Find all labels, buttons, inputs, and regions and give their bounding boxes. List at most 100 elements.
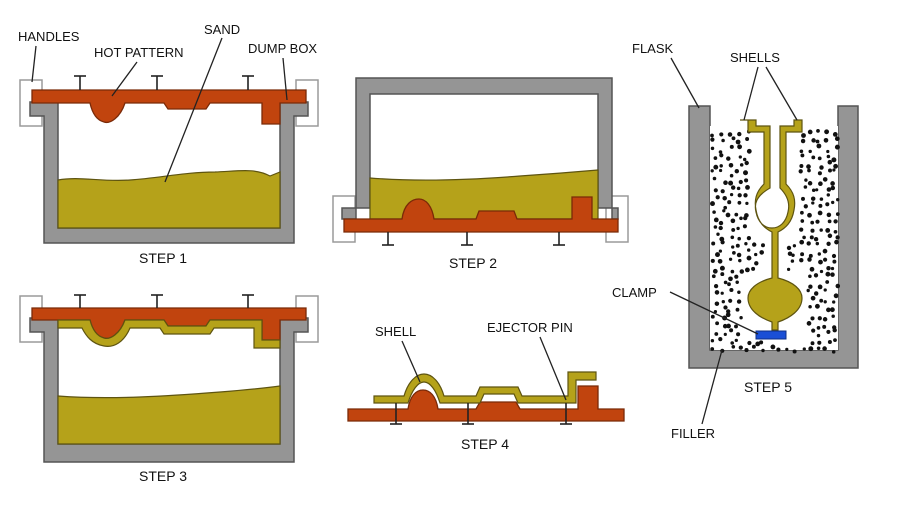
step5-assembly [688,105,859,369]
filler-dot [811,328,816,333]
filler-dot [826,265,831,271]
filler-dot [738,258,742,263]
filler-dot [738,155,742,159]
filler-dot [722,195,727,201]
filler-dot [729,192,734,197]
filler-dot [736,186,741,191]
filler-dot [813,237,819,242]
filler-dot [807,257,812,262]
filler-dot [735,280,739,284]
filler-dot [720,189,725,194]
step2-hot-pattern [343,196,619,233]
leader-shells-right [765,66,798,121]
filler-dot [817,156,822,161]
filler-dot [731,227,736,232]
filler-dot [743,215,748,221]
filler-dot [710,146,715,151]
filler-dot [835,235,840,240]
filler-dot [808,149,812,154]
filler-dot [721,138,725,143]
step5-caption: STEP 5 [744,379,792,395]
filler-dot [711,274,716,279]
filler-dot [806,164,811,169]
filler-dot [731,245,735,249]
filler-dot [817,252,821,256]
filler-dot [818,181,823,187]
filler-dot [817,171,822,176]
filler-dot [804,178,808,182]
step1-caption: STEP 1 [139,250,187,266]
filler-dot [761,348,765,353]
filler-dot [729,173,734,178]
filler-dot [813,291,819,296]
filler-dot [737,193,742,198]
filler-dot [743,193,748,198]
filler-dot [718,220,724,226]
filler-dot [739,316,743,320]
filler-dot [817,210,823,216]
filler-dot [826,193,831,197]
filler-dot [731,344,736,349]
filler-dot [826,241,831,246]
filler-dot [713,188,718,193]
filler-dot [807,168,811,173]
filler-dot [734,324,738,329]
filler-dot [727,200,732,205]
filler-dot [830,185,836,191]
step4-hot-pattern [347,385,625,422]
label-handles: HANDLES [18,29,80,44]
filler-dot [714,290,720,295]
filler-dot [747,340,752,346]
leader-dump-box [282,57,288,101]
filler-dot [715,195,720,200]
filler-dot [713,164,719,170]
filler-dot [736,332,741,337]
filler-dot [826,149,830,154]
filler-dot [816,326,821,330]
filler-dot [798,169,803,174]
leader-sand [164,37,223,183]
step4-assembly [347,371,625,425]
filler-dot [720,291,724,295]
filler-dot [835,283,841,289]
filler-dot [722,209,726,213]
filler-dot [722,323,728,329]
filler-dot [745,137,750,141]
filler-dot [737,131,742,137]
filler-dot [834,144,840,150]
step1-hot-pattern [31,89,307,125]
filler-dot [830,272,835,277]
filler-dot [723,280,728,285]
filler-dot [718,249,723,253]
filler-dot [738,179,743,185]
filler-dot [811,188,816,192]
filler-dot [819,165,824,170]
filler-dot [819,269,824,274]
leader-filler [701,349,723,425]
filler-dot [712,210,716,214]
filler-dot [714,332,719,336]
filler-dot [819,228,823,232]
filler-dot [815,188,819,192]
filler-dot [735,243,740,248]
leader-clamp [669,291,759,335]
filler-dot [736,252,742,258]
filler-dot [734,168,740,174]
step3-caption: STEP 3 [139,468,187,484]
filler-dot [831,253,837,259]
filler-dot [790,259,795,263]
filler-dot [832,259,837,264]
filler-dot [746,235,752,241]
step2-caption: STEP 2 [449,255,497,271]
filler-dot [806,241,811,246]
filler-dot [726,156,731,161]
filler-dot [822,177,828,182]
filler-dot [803,204,808,209]
leader-shell [401,340,421,383]
filler-dot [746,255,752,261]
filler-dot [830,307,835,313]
filler-dot [731,136,736,141]
filler-dot [718,225,723,231]
filler-dot [827,219,832,224]
filler-dot [715,252,720,258]
